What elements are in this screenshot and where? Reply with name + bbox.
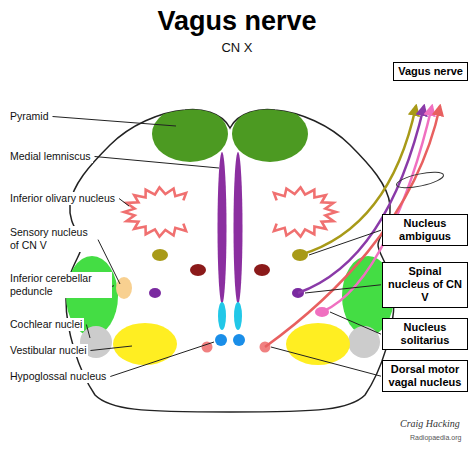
medial-lemniscus: [218, 152, 227, 304]
leader-line: [53, 117, 176, 127]
inferior-olive: [124, 187, 186, 236]
structure-label: Cochlear nuclei: [8, 318, 84, 331]
structure-label: Inferior cerebellar peduncle: [8, 272, 112, 298]
spinal-nucleus-cn5: [149, 288, 161, 298]
structure-label: Medial lemniscus: [8, 150, 93, 163]
pyramid: [152, 106, 228, 162]
medial-lemniscus: [234, 302, 242, 330]
leader-line: [119, 199, 129, 207]
label-box: Dorsal motor vagal nucleus: [382, 360, 468, 392]
watermark: Craig Hacking: [400, 418, 460, 431]
structure-label: Sensory nucleus of CN V: [8, 226, 96, 252]
label-box: Spinal nucleus of CN V: [382, 262, 468, 308]
leader-line: [330, 312, 381, 334]
label-box: Vagus nerve: [393, 62, 468, 81]
medial-lemniscus: [218, 302, 226, 330]
structure-label: Hypoglossal nucleus: [8, 370, 108, 383]
cochlear-nucleus: [348, 326, 380, 358]
structure-label: Pyramid: [8, 110, 51, 123]
medulla-outline: [66, 110, 394, 412]
box-text: Nucleus solitarius: [387, 321, 463, 347]
title: Vagus nerve: [0, 6, 474, 37]
box-text: Nucleus ambiguus: [387, 217, 463, 243]
structure-label: Inferior olivary nucleus: [8, 192, 117, 205]
leader-line: [305, 285, 381, 293]
reticular-nucleus: [190, 264, 206, 276]
vestibular-nucleus: [286, 323, 350, 365]
subtitle: CN X: [0, 40, 474, 56]
structure-label: Vestibular nuclei: [8, 344, 88, 357]
leader-line: [86, 325, 90, 339]
leader-line: [95, 157, 219, 169]
leader-line: [110, 342, 214, 377]
vestibular-nucleus: [113, 323, 177, 365]
box-text: Spinal nucleus of CN V: [387, 265, 463, 305]
reticular-nucleus: [254, 264, 270, 276]
medial-lemniscus: [234, 152, 243, 304]
box-text: Vagus nerve: [398, 65, 463, 78]
leader-line: [90, 346, 132, 351]
leader-line: [309, 230, 381, 255]
pyramid: [232, 106, 308, 162]
label-box: Nucleus ambiguus: [382, 214, 468, 246]
watermark: Radiopaedia.org: [410, 434, 461, 443]
hypoglossal-nucleus: [233, 334, 245, 346]
nucleus-ambiguus: [152, 249, 168, 261]
nerve-ring: [395, 169, 444, 191]
leader-line: [271, 347, 381, 376]
box-text: Dorsal motor vagal nucleus: [387, 363, 463, 389]
hypoglossal-nucleus: [215, 334, 227, 346]
label-box: Nucleus solitarius: [382, 318, 468, 350]
inferior-olive: [274, 187, 336, 236]
